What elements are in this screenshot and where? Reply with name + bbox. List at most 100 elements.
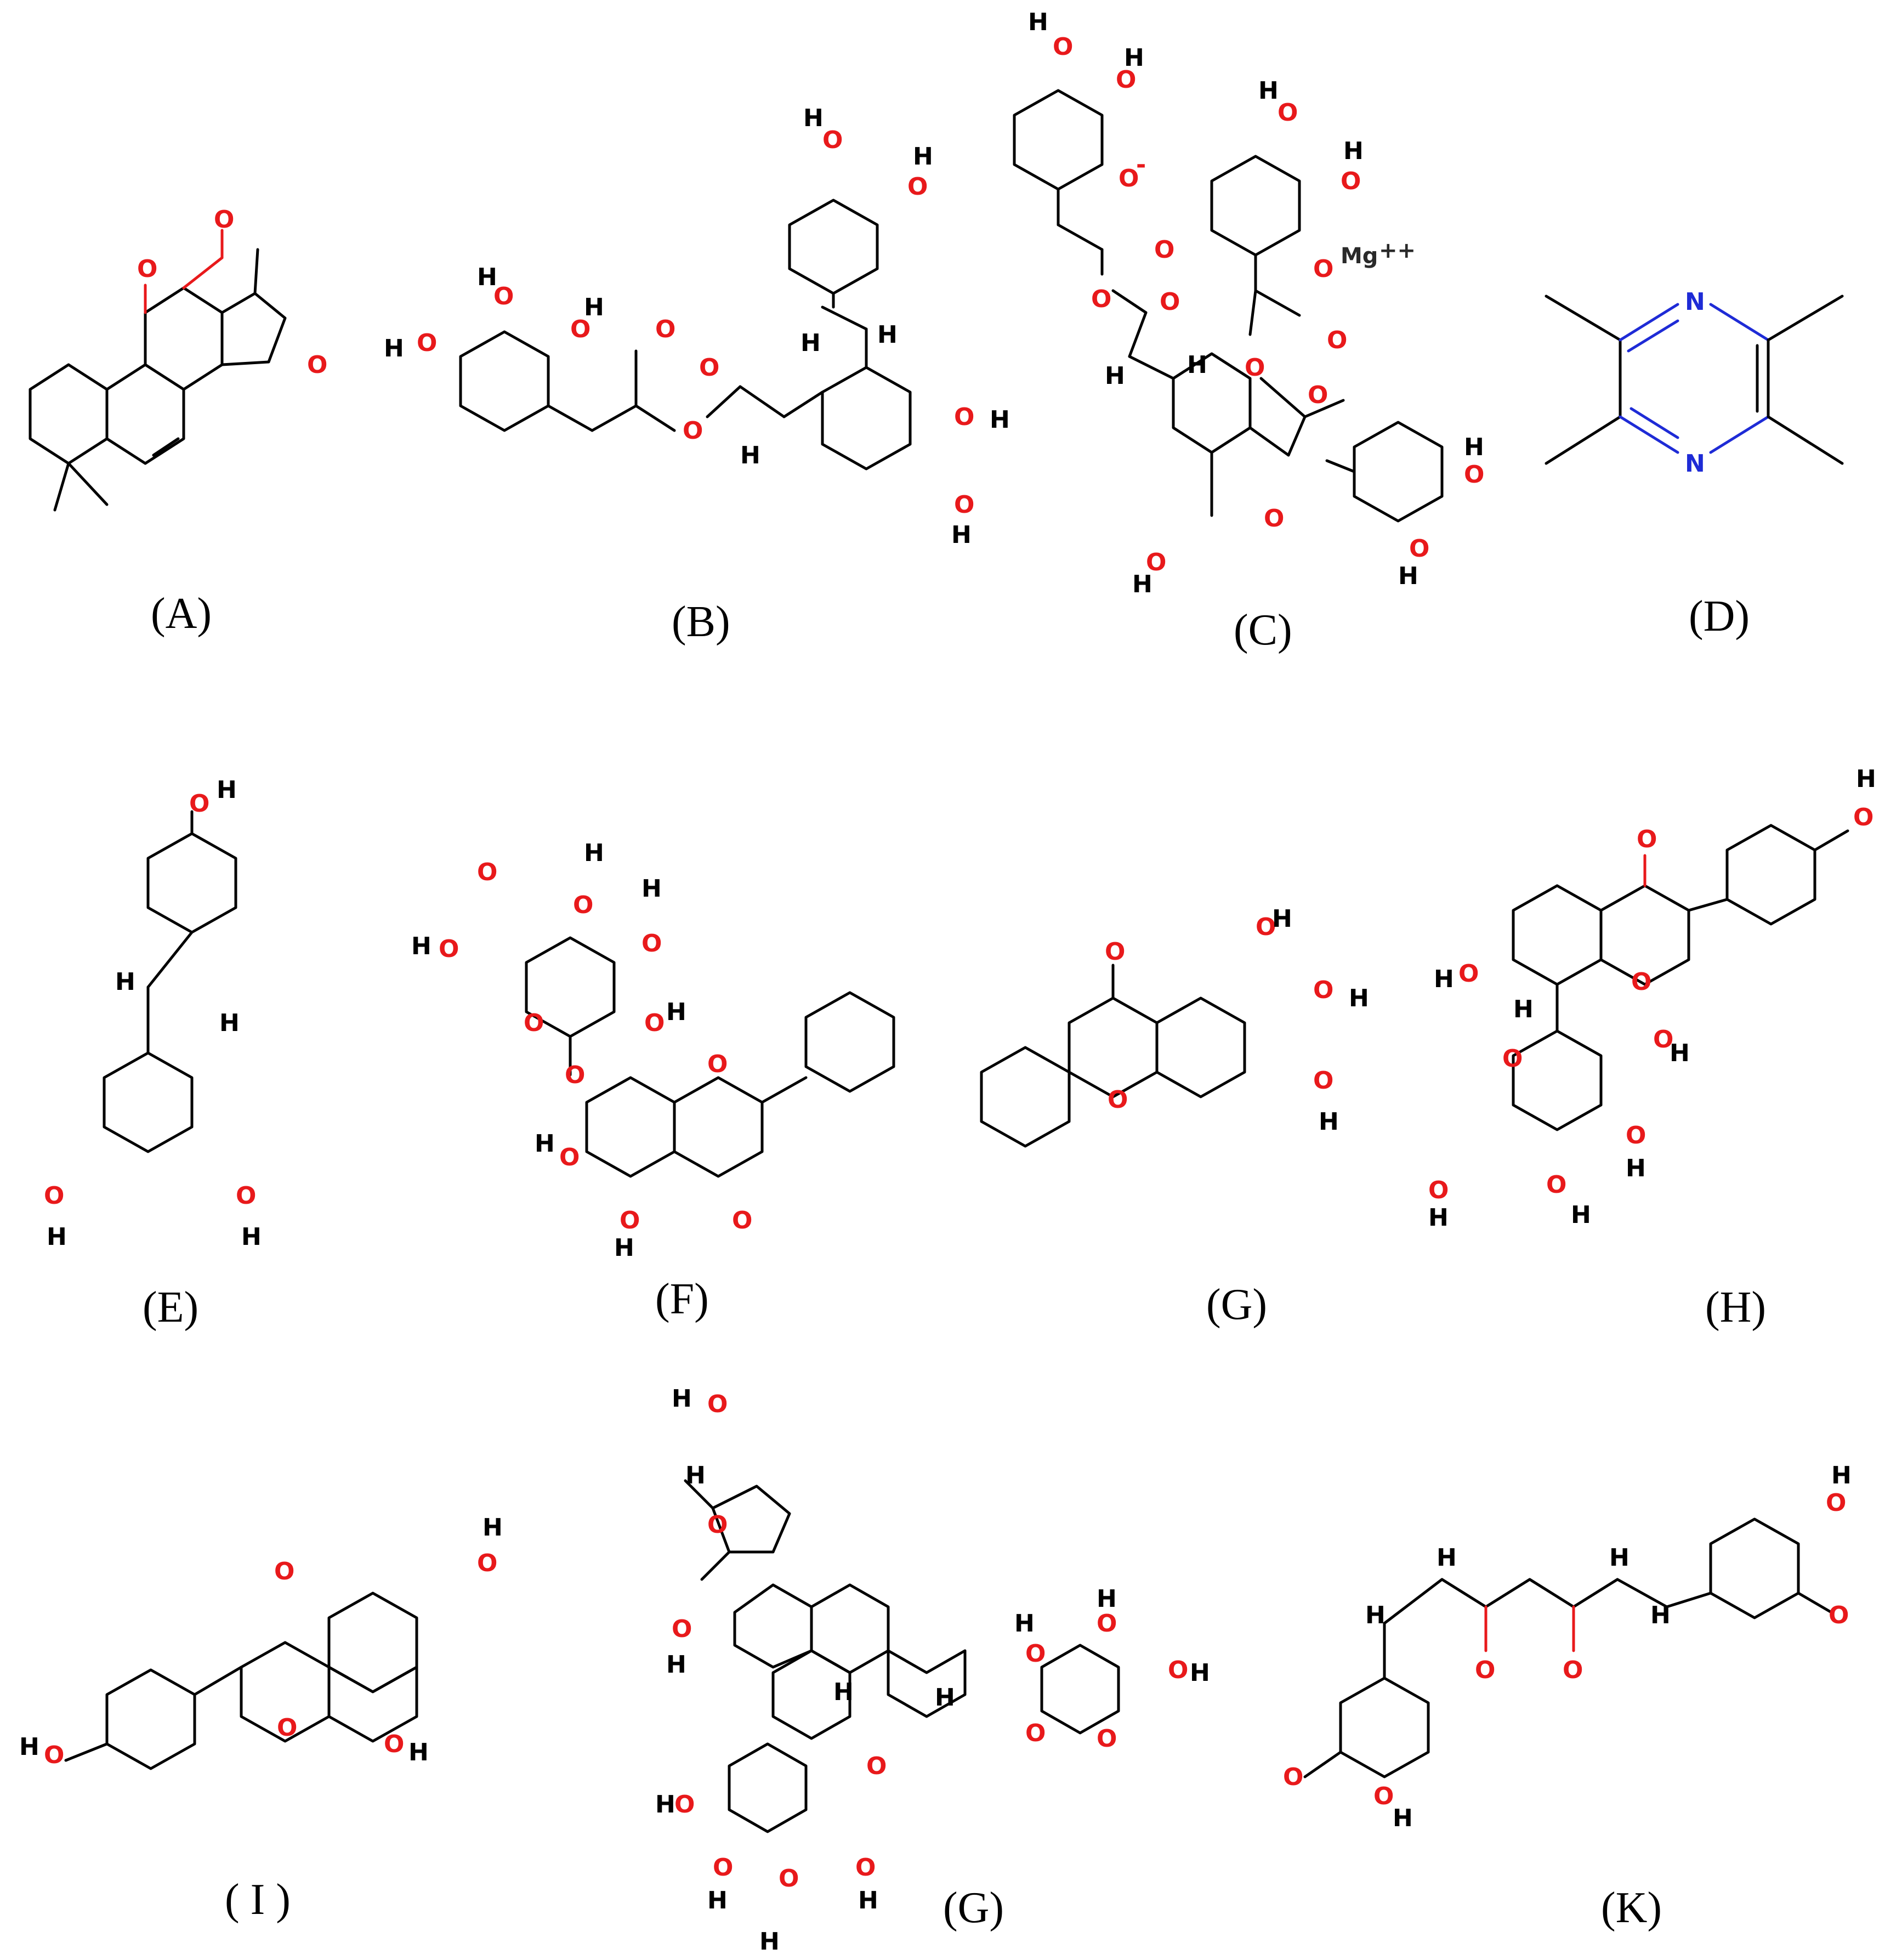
atom-label: O — [1097, 1610, 1117, 1638]
atom-label: H — [655, 1791, 675, 1819]
atom-label: H — [666, 998, 686, 1026]
panel-caption: (C) — [1234, 606, 1292, 654]
atom-label: H — [217, 776, 237, 804]
atom-label: O — [477, 858, 497, 886]
atom-label: O — [1327, 326, 1347, 354]
atom-label: O — [907, 173, 928, 201]
atom-label: H — [614, 1234, 634, 1262]
atom-label: O — [1105, 938, 1125, 966]
atom-label: H — [1393, 1804, 1413, 1832]
atom-label: O — [1116, 66, 1136, 94]
atom-label: H — [477, 263, 497, 291]
atom-label: H — [535, 1130, 555, 1158]
atom-label: H — [877, 321, 898, 349]
atom-label: O — [1475, 1656, 1495, 1684]
panel-caption: (F) — [655, 1275, 709, 1323]
atom-label: H — [800, 329, 821, 357]
atom-label: O — [214, 206, 234, 234]
atom-label: O — [1631, 968, 1651, 996]
atom-label: O — [1428, 1176, 1449, 1204]
atom-label: O — [1308, 381, 1328, 409]
structure-f: O O O O O O O O O O O H H H H H H — [411, 839, 895, 1262]
atom-label: H — [1571, 1201, 1591, 1229]
atom-label: O — [1146, 548, 1166, 576]
atom-label: O — [1256, 913, 1276, 941]
atom-label: H — [1028, 8, 1048, 36]
atom-label: H — [1650, 1601, 1671, 1629]
atom-label: H — [408, 1738, 429, 1766]
atom-label: O — [683, 417, 703, 445]
atom-label: H — [47, 1223, 67, 1251]
atom-label: H — [1464, 433, 1484, 461]
atom-label: O — [674, 1791, 695, 1819]
atom-label: O — [1119, 165, 1139, 192]
atom-label: O — [1313, 1067, 1333, 1095]
atom-label: O — [493, 282, 514, 310]
atom-label: O — [1826, 1489, 1846, 1517]
atom-label: H — [1190, 1659, 1210, 1687]
atom-label: O — [307, 351, 327, 379]
structure-h: O O O O O O O O O H H H H H H H — [1428, 765, 1876, 1232]
atom-label: O — [1053, 33, 1073, 61]
atom-label: H — [1626, 1154, 1646, 1182]
atom-label: O — [1168, 1656, 1188, 1684]
atom-label: O — [477, 1549, 497, 1577]
atom-label: O — [699, 354, 719, 382]
atom-label: H — [740, 441, 760, 469]
atom-label: - — [1136, 151, 1146, 179]
structure-i: O O O O O H H H — [19, 1514, 503, 1770]
atom-label: O — [641, 930, 662, 958]
structure-g-top: O O O O O H H H — [980, 905, 1369, 1148]
atom-label: H — [384, 335, 404, 362]
atom-label: O — [1108, 1086, 1128, 1114]
atom-label: O — [1313, 255, 1333, 283]
atom-label: H — [1258, 77, 1279, 105]
panel-caption: (G) — [943, 1884, 1004, 1932]
atom-label: O — [573, 891, 593, 919]
atom-label: O — [866, 1752, 887, 1780]
atom-label: H — [1097, 1585, 1117, 1613]
atom-label: O — [236, 1182, 256, 1210]
atom-label: H — [411, 932, 432, 960]
atom-label: O — [1160, 288, 1180, 316]
panel-caption: (K) — [1601, 1884, 1662, 1932]
atom-label: H — [1124, 44, 1144, 72]
atom-label: H — [1343, 137, 1364, 165]
atom-label: H — [1856, 765, 1876, 793]
atom-label: H — [584, 839, 604, 867]
atom-label: H — [1398, 562, 1418, 590]
atom-label: O — [1025, 1640, 1046, 1668]
structure-a: O O O — [29, 206, 327, 512]
atom-label: H — [1434, 965, 1454, 993]
structure-k: O O O O O O H H H H H H — [1283, 1461, 1852, 1832]
atom-label: H — [1272, 905, 1292, 933]
atom-label: H — [685, 1461, 706, 1489]
atom-label: O — [822, 126, 843, 154]
panel-caption: (E) — [143, 1283, 198, 1332]
atom-label: O — [1373, 1782, 1394, 1810]
atom-label: H — [913, 143, 933, 171]
atom-label: O — [274, 1557, 294, 1585]
atom-label: O — [277, 1714, 297, 1742]
panel-caption: (B) — [672, 598, 730, 646]
structure-c: O O O O O O O O O O O O O O O O H H H H … — [1013, 8, 1484, 598]
atom-label: O — [1091, 285, 1111, 313]
atom-label: O — [570, 315, 591, 343]
atom-label: H — [19, 1733, 39, 1761]
atom-label: O — [1025, 1719, 1046, 1747]
atom-label: H — [1014, 1610, 1035, 1638]
atom-label: H — [641, 875, 662, 903]
atom-label: H — [1132, 570, 1152, 598]
atom-label: H — [1187, 351, 1207, 379]
atom-label: H — [241, 1223, 262, 1251]
atom-label: O — [189, 790, 209, 818]
atom-label: O — [1502, 1045, 1523, 1073]
panel-caption: (D) — [1689, 592, 1750, 641]
atom-label: O — [1637, 825, 1657, 853]
panel-caption: (A) — [151, 590, 212, 638]
atom-label: H — [1437, 1544, 1457, 1572]
atom-label: O — [1154, 236, 1174, 264]
atom-label: H — [858, 1887, 878, 1914]
atom-label: O — [1341, 167, 1361, 195]
atom-label: H — [935, 1684, 955, 1712]
